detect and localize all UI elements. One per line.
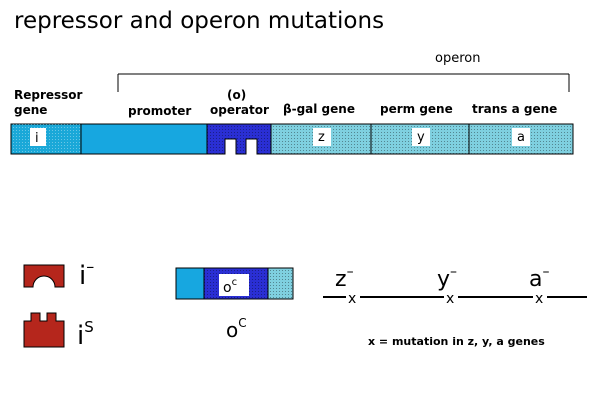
perm-gene-label: perm gene: [380, 102, 453, 116]
segment-letter-z: z: [318, 130, 325, 145]
gene-bar: i z y a: [10, 123, 574, 155]
y-minus-label: y–: [437, 264, 457, 292]
oc-box-label: oc: [223, 277, 237, 296]
operator-label-line1: (o): [227, 88, 246, 102]
z-minus-label: z–: [335, 264, 354, 292]
mutation-caption: x = mutation in z, y, a genes: [368, 335, 545, 348]
repressor-gene-label-line1: Repressor: [14, 88, 83, 102]
operon-bracket: [117, 73, 570, 92]
operon-label: operon: [435, 51, 480, 66]
segment-letter-a: a: [517, 130, 525, 145]
oc-bar: oc: [175, 267, 294, 300]
a-mutation-mark: x: [535, 291, 543, 307]
page-title: repressor and operon mutations: [14, 8, 384, 34]
i-minus-label: i–: [79, 257, 94, 291]
segment-letter-i: i: [35, 131, 39, 146]
z-mutation-mark: x: [348, 291, 356, 307]
oc-label: oC: [226, 316, 247, 342]
repressor-i-minus-icon: [23, 264, 65, 288]
repressor-gene-label-line2: gene: [14, 103, 47, 117]
segment-letter-y: y: [417, 130, 425, 145]
bgal-gene-label: β-gal gene: [283, 102, 355, 116]
operator-label-line2: operator: [210, 103, 269, 117]
promoter-label: promoter: [128, 104, 191, 118]
promoter-segment: [80, 123, 208, 155]
y-mutation-mark: x: [446, 291, 454, 307]
repressor-i-super-icon: [23, 312, 65, 348]
a-minus-label: a–: [529, 264, 549, 292]
trans-gene-label: trans a gene: [472, 102, 557, 116]
i-super-label: iS: [77, 318, 94, 351]
